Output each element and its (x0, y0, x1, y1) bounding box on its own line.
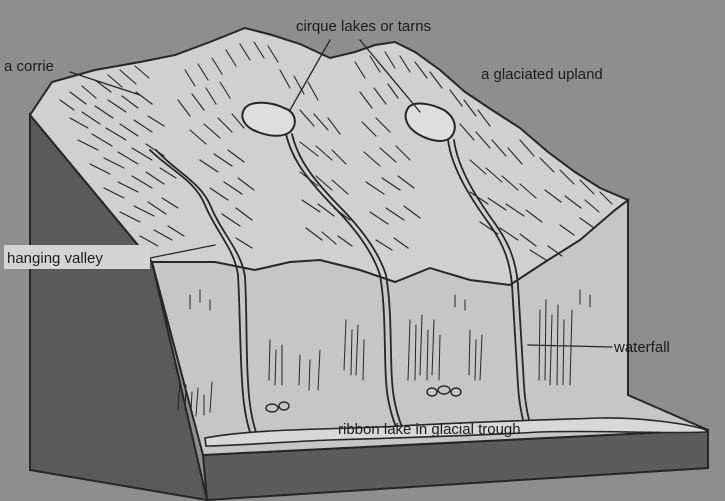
label-ribbon-lake: ribbon lake in glacial trough (338, 421, 521, 438)
label-cirque-lakes: cirque lakes or tarns (296, 18, 431, 35)
label-hanging-valley: hanging valley (7, 250, 103, 267)
label-glaciated-upland: a glaciated upland (481, 66, 603, 83)
label-corrie: a corrie (4, 58, 54, 75)
label-waterfall: waterfall (613, 339, 670, 356)
